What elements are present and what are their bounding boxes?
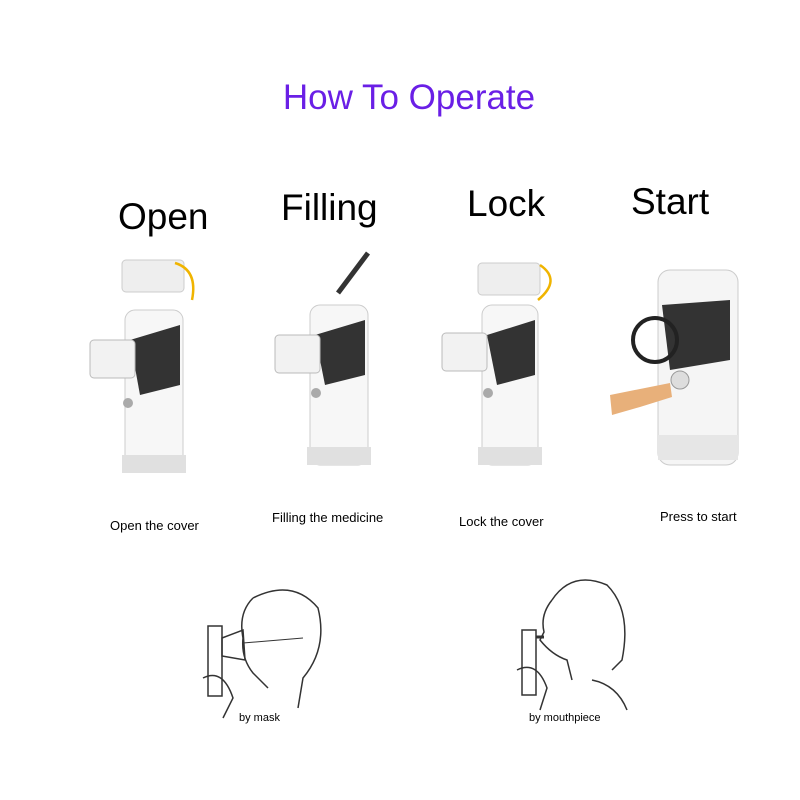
step-title-lock: Lock [467,183,546,224]
step-title-filling: Filling [281,187,378,228]
step-caption-start: Press to start [660,509,737,524]
step-caption-filling: Filling the medicine [272,510,384,525]
dropper-icon [336,251,370,295]
nebulizer-start-image [610,269,739,466]
rotate-arrow-icon [174,261,195,301]
finger-pointer-icon [610,383,672,415]
nebulizer-open-image [89,259,195,473]
step-caption-lock: Lock the cover [459,514,544,529]
woman-using-mouthpiece-illustration [516,579,628,711]
child-using-mask-illustration [202,589,322,719]
step-caption-open: Open the cover [110,518,199,533]
usage-caption-mask: by mask [239,712,280,724]
usage-caption-mouthpiece: by mouthpiece [529,712,601,724]
step-title-start: Start [631,181,710,222]
page-title: How To Operate [282,78,536,117]
nebulizer-filling-image [274,251,371,466]
nebulizer-lock-image [441,262,552,466]
step-title-open: Open [118,196,209,237]
rotate-arrow-icon [537,263,552,301]
